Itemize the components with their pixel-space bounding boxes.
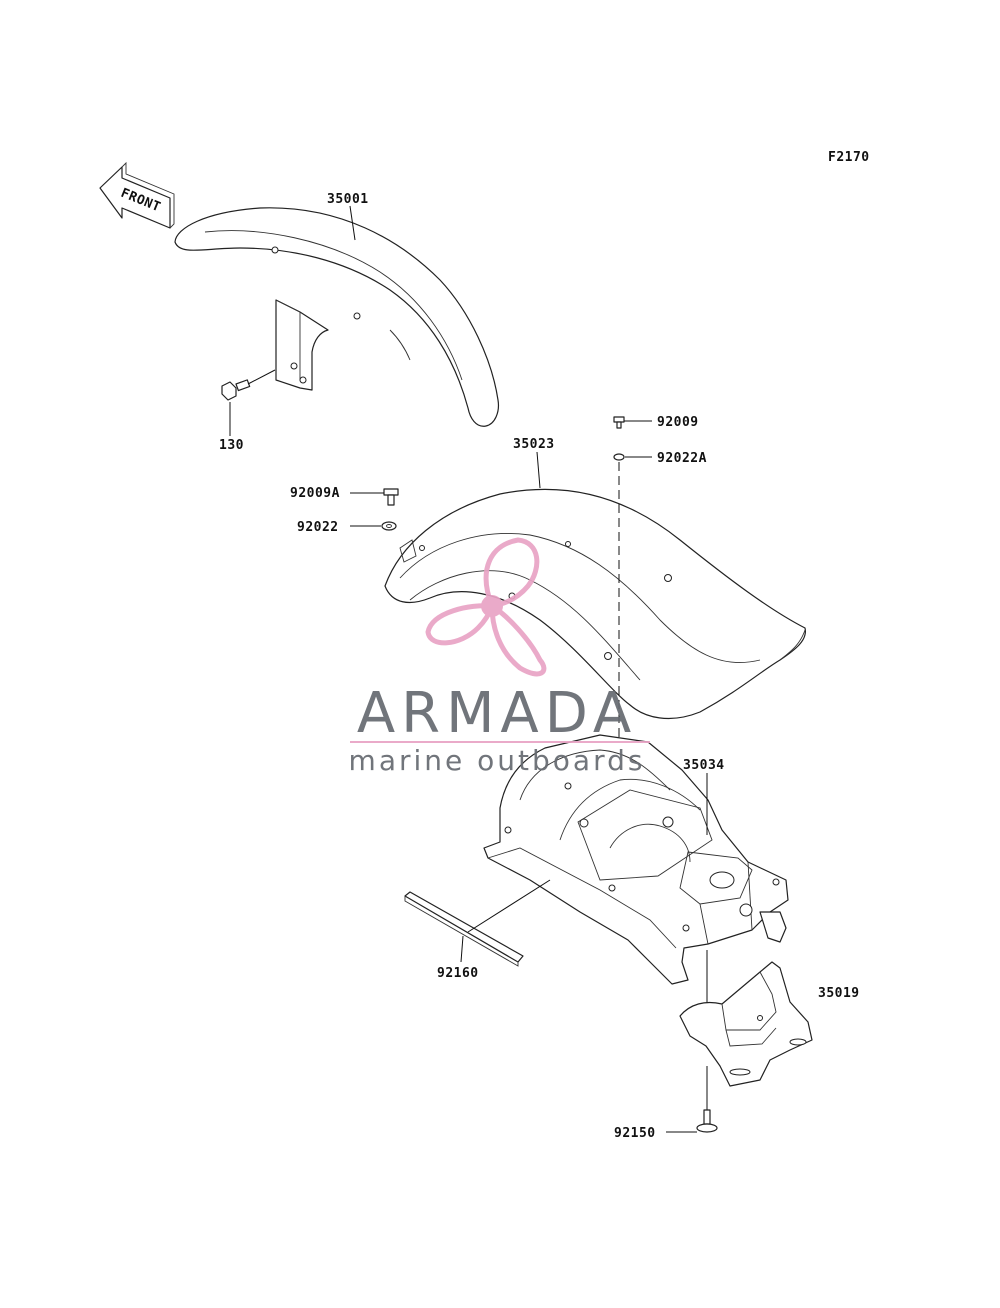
- rubber-strip-92160: [404, 891, 524, 967]
- watermark-tagline: marine outboards: [349, 744, 646, 777]
- label-92009: 92009: [657, 415, 699, 430]
- label-92022a: 92022A: [657, 451, 707, 466]
- watermark-brand: ARMADA: [357, 681, 637, 746]
- screw-92009a: [383, 488, 399, 506]
- bolt-130: [221, 379, 251, 401]
- label-92022: 92022: [297, 520, 339, 535]
- figure-code: F2170: [828, 150, 870, 165]
- rear-fender-inner: [483, 734, 789, 985]
- label-35023: 35023: [513, 437, 555, 452]
- label-35019: 35019: [818, 986, 860, 1001]
- propeller-logo-icon: [425, 537, 547, 677]
- washer-92022: [381, 521, 397, 531]
- screw-92009: [613, 416, 625, 429]
- label-35034: 35034: [683, 758, 725, 773]
- label-35001: 35001: [327, 192, 369, 207]
- washer-92022a: [613, 453, 625, 461]
- screw-92150: [696, 1109, 718, 1133]
- flap-35019: [679, 961, 813, 1087]
- front-direction-arrow-icon: FRONT: [99, 161, 175, 229]
- label-92150: 92150: [614, 1126, 656, 1141]
- label-92160: 92160: [437, 966, 479, 981]
- watermark: ARMADA marine outboards: [349, 537, 650, 777]
- label-130: 130: [219, 438, 244, 453]
- label-92009a: 92009A: [290, 486, 340, 501]
- front-fender: [174, 207, 500, 427]
